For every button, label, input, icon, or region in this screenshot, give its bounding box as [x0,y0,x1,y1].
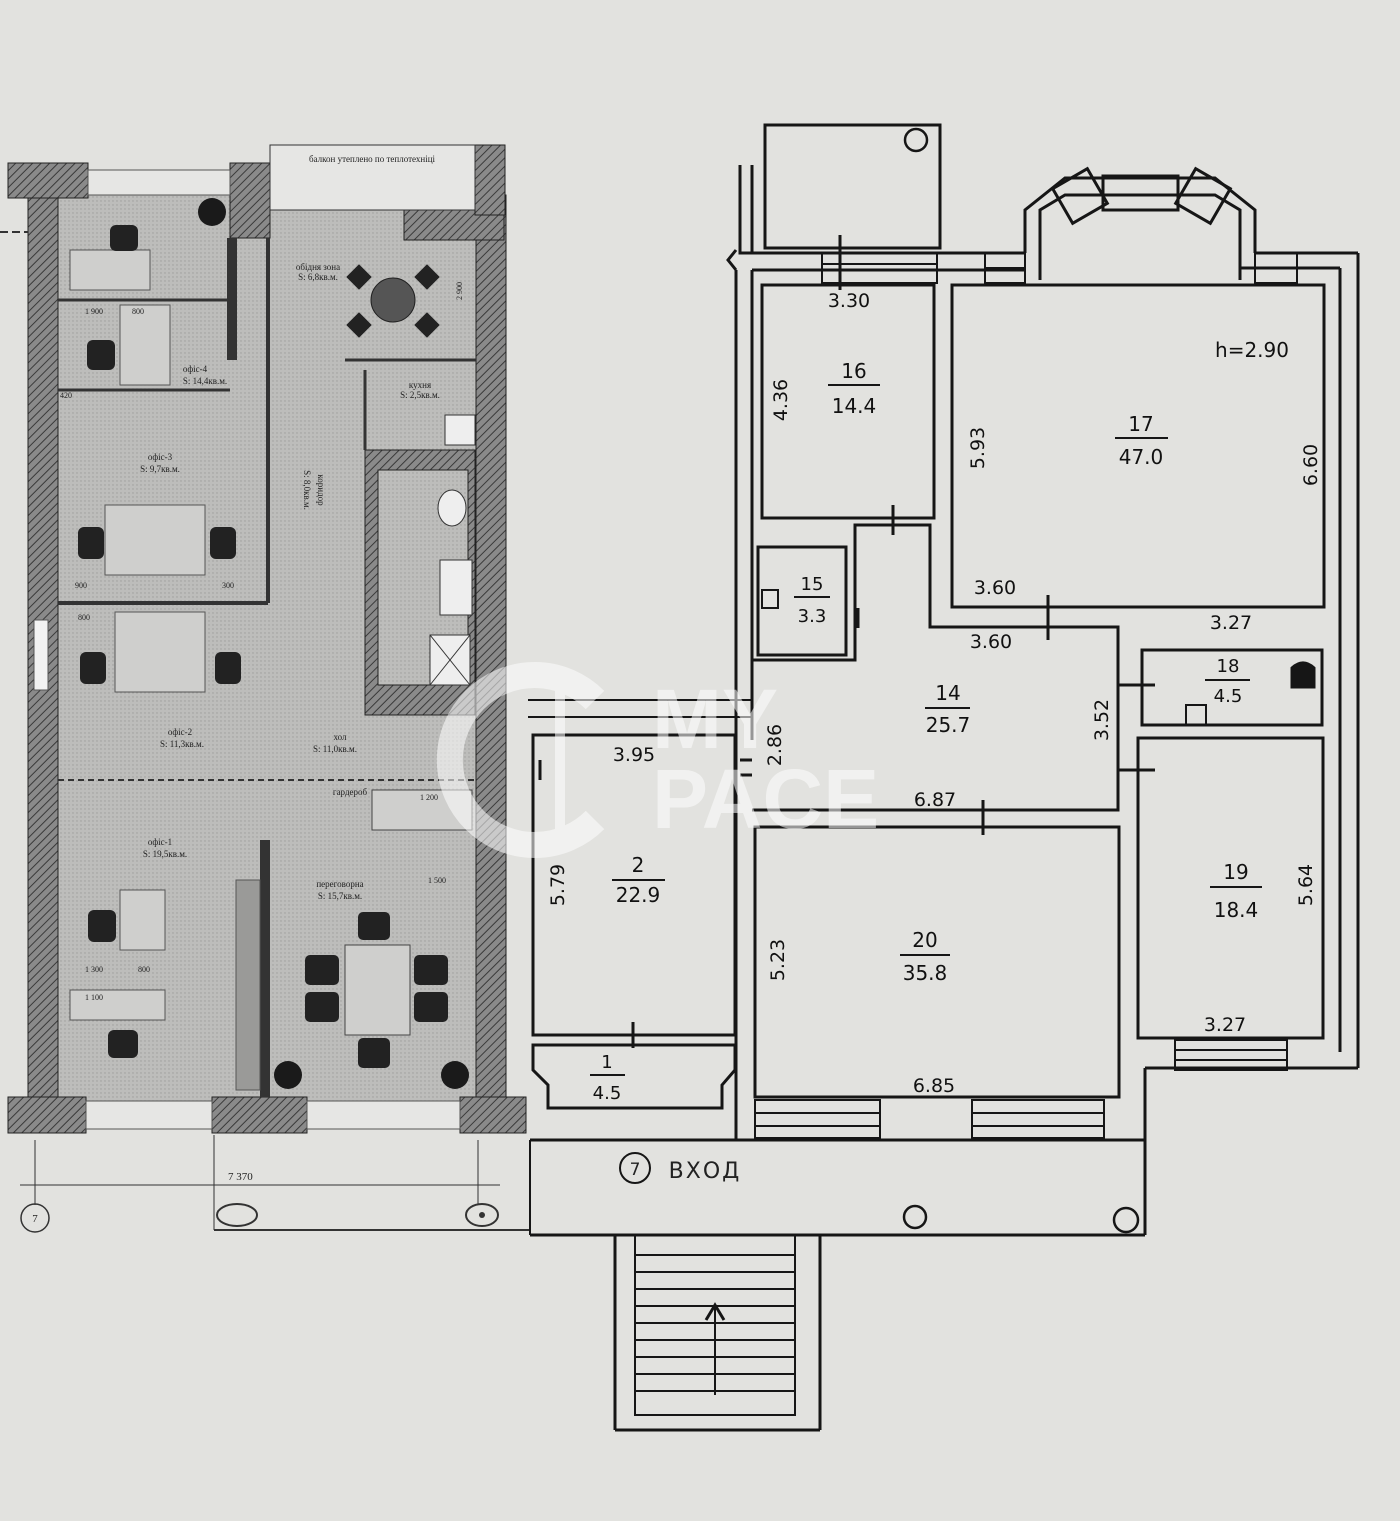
room-number: 20 [912,928,937,952]
room-area: 25.7 [926,713,971,737]
left-dim: 800 [138,965,150,974]
left-room-name: кухня [409,380,431,390]
room-dividers [590,384,1262,1076]
entrance-axis: 7 [630,1160,641,1180]
balcony-note: балкон утеплено по теплотехніці [309,154,436,164]
left-room-area: S: 11,0кв.м. [313,744,357,754]
left-dim: 800 [132,307,144,316]
room-area: 4.5 [1214,686,1243,707]
left-room-name: офіс-1 [148,837,172,847]
room-area: 14.4 [832,394,877,418]
dim-label: 3.60 [974,577,1016,599]
left-axis-label: 7 [32,1213,38,1225]
left-dim-7370: 7 370 [228,1171,253,1183]
room-number: 1 [601,1052,612,1073]
left-room-name: офіс-4 [183,364,208,374]
left-dim: 300 [222,581,234,590]
left-room-area: S: 15,7кв.м. [318,891,362,901]
dim-label: 3.27 [1204,1014,1246,1036]
dim-label: 3.60 [970,631,1012,653]
left-dim: 1 100 [85,993,103,1002]
left-dim: 1 500 [428,876,446,885]
left-room-area: S: 14,4кв.м. [183,376,227,386]
room-number: 15 [801,574,824,595]
left-room-area: S: 11,3кв.м. [160,739,204,749]
left-dim: 1 200 [420,793,438,802]
left-room-area: S: 19,5кв.м. [143,849,187,859]
room-labels: 16 14.4 17 47.0 15 3.3 14 25.7 18 4.5 19… [593,359,1259,1104]
dim-label: 6.87 [914,789,956,811]
dim-label: 3.30 [828,290,870,312]
left-room-name: коридор [316,474,326,506]
left-dim: 1 900 [85,307,103,316]
left-dim: 900 [75,581,87,590]
room-area: 4.5 [593,1083,622,1104]
entrance-label: ВХОД [669,1159,742,1184]
dim-label: 3.95 [613,744,655,766]
watermark: MY PACE [436,662,879,858]
left-dim: 800 [78,613,90,622]
stairs [635,263,1297,1392]
room-area: 18.4 [1214,898,1259,922]
left-plan: балкон утеплено по теплотехніці 7 370 7 … [0,144,530,1233]
left-room-name: офіс-3 [148,452,173,462]
room-number: 18 [1217,656,1240,677]
room-number: 19 [1223,860,1248,884]
dim-label: 3.52 [1091,699,1113,741]
dim-label: 2.86 [764,724,786,766]
left-room-area: S: 8,0кв.м. [302,470,312,510]
dim-label: 5.23 [767,939,789,981]
left-dim: 2 900 [455,282,464,300]
dimension-labels: 3.30 4.36 5.93 6.60 h=2.90 3.60 3.27 3.6… [547,290,1322,1184]
left-dim: 1 300 [85,965,103,974]
room-area: 47.0 [1119,445,1164,469]
watermark-line2: PACE [652,752,879,846]
right-plan [528,123,1360,1432]
room-number: 2 [632,853,645,877]
dim-label: 5.93 [967,427,989,469]
left-room-name: хол [333,732,347,742]
watermark-line1: MY [652,672,778,766]
room-number: 17 [1128,412,1153,436]
dim-label: 3.27 [1210,612,1252,634]
left-room-area: S: 9,7кв.м. [140,464,180,474]
dim-label: 5.79 [547,864,569,906]
dim-label: 4.36 [770,379,792,421]
left-dim: 420 [60,391,72,400]
room-number: 16 [841,359,866,383]
left-room-name: гардероб [333,787,368,797]
left-room-name: переговорна [316,879,363,889]
left-room-area: S: 2,5кв.м. [400,390,440,400]
room-area: 22.9 [616,883,661,907]
dim-label: 5.64 [1295,864,1317,906]
room-area: 3.3 [798,606,827,627]
room-number: 14 [935,681,960,705]
dim-label: 6.85 [913,1075,955,1097]
room-area: 35.8 [903,961,948,985]
left-room-name: офіс-2 [168,727,192,737]
left-room-area: S: 6,8кв.м. [298,272,338,282]
height-note: h=2.90 [1215,338,1289,362]
dim-label: 6.60 [1300,444,1322,486]
left-room-name: обідня зона [296,262,340,272]
